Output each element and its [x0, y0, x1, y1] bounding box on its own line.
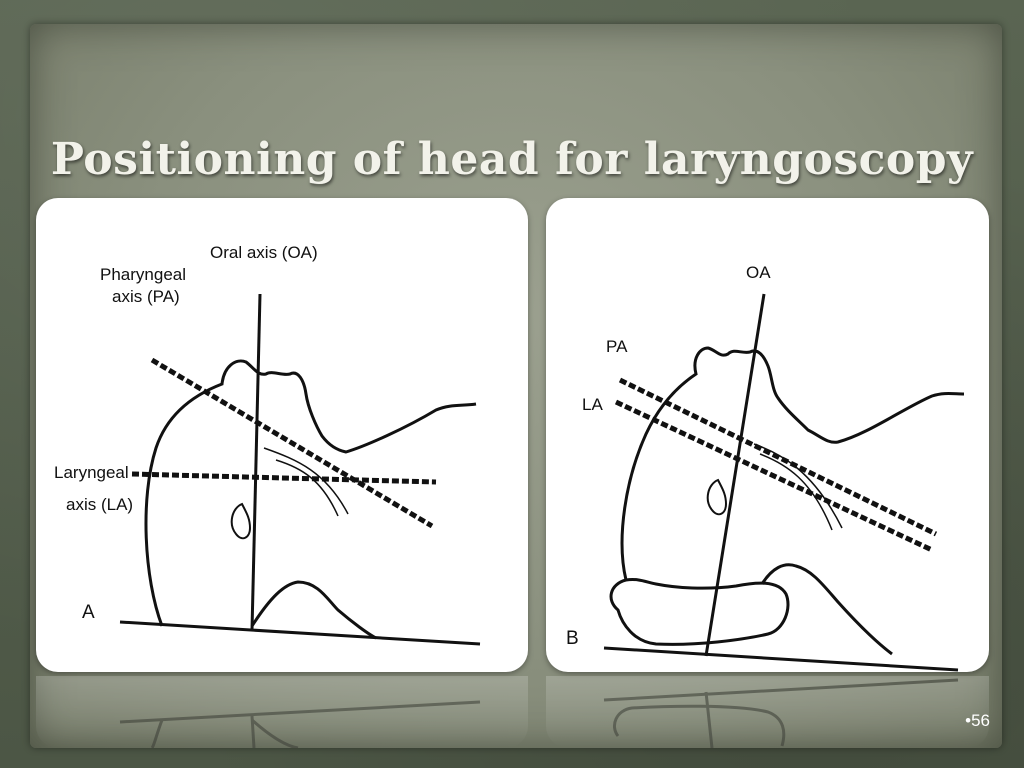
reflected-neck-outline	[251, 718, 299, 748]
reflected-ground-line	[119, 700, 481, 724]
reflected-oral-axis	[250, 715, 256, 748]
panel-label-a: A	[82, 602, 95, 623]
reflected-ground-line	[603, 678, 959, 702]
oral-axis-label: Oral axis (OA)	[210, 243, 318, 262]
reflection-panel-a	[36, 676, 528, 748]
ear-outline	[230, 502, 252, 540]
pharyngeal-axis-label-line1: Pharyngeal	[100, 265, 186, 284]
oral-axis-line	[704, 293, 766, 657]
laryngeal-axis-label-line1: Laryngeal	[54, 463, 129, 482]
pillow-outline	[609, 578, 790, 646]
oral-axis-label: OA	[746, 263, 771, 282]
ear-outline	[706, 478, 728, 516]
panel-label-b: B	[566, 628, 579, 649]
ground-line	[119, 620, 481, 646]
laryngeal-axis-label: LA	[582, 395, 603, 414]
airway-line	[263, 447, 349, 515]
page-number: •56	[965, 711, 990, 730]
ground-line	[603, 646, 959, 672]
laryngeal-axis-line	[131, 471, 437, 485]
pharyngeal-axis-line	[150, 357, 434, 529]
neck-outline	[760, 563, 893, 656]
airway-line	[753, 443, 843, 529]
pharyngeal-axis-line	[618, 377, 938, 537]
reflection-graphic-b	[603, 678, 959, 748]
laryngeal-axis-line	[614, 399, 934, 553]
head-outline	[144, 359, 477, 627]
neck-outline	[250, 580, 377, 640]
reflected-pillow-outline	[613, 704, 786, 747]
reflected-oral-axis	[704, 691, 714, 748]
pharyngeal-axis-label-line2: axis (PA)	[112, 287, 180, 306]
head-diagram-a: Oral axis (OA) Pharyngeal axis (PA) Lary…	[54, 243, 481, 646]
head-diagram-b: OA PA LA B	[566, 263, 965, 672]
reflection-panel-b	[546, 676, 989, 748]
figure-panel-b: OA PA LA B	[546, 198, 989, 672]
airway-line	[759, 453, 833, 531]
slide-title: Positioning of head for laryngoscopy	[50, 134, 974, 185]
reflection-graphic-a	[119, 700, 481, 748]
oral-axis-line	[250, 293, 262, 631]
airway-line	[275, 459, 339, 517]
reflected-head-outline	[150, 719, 164, 748]
pharyngeal-axis-label: PA	[606, 337, 628, 356]
figure-panel-a: Oral axis (OA) Pharyngeal axis (PA) Lary…	[36, 198, 528, 672]
laryngeal-axis-label-line2: axis (LA)	[66, 495, 133, 514]
